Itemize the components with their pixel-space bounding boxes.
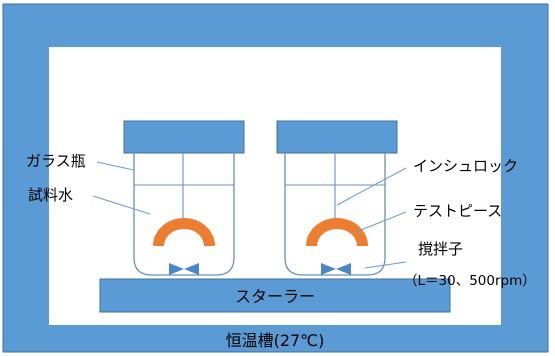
label-stir-bar: 撹拌子 (418, 240, 463, 258)
leader-test-piece (355, 211, 407, 233)
label-sample-water: 試料水 (28, 186, 73, 204)
leader-stir-bar (364, 261, 407, 269)
stirrer-label: スターラー (235, 287, 315, 306)
stirrer-plate (99, 278, 451, 313)
arch-test-piece-icon (306, 218, 368, 246)
leader-glass-bottle (96, 161, 135, 171)
label-stir-bar-spec: （L＝30、500rpm） (404, 273, 536, 289)
bowtie-stir-bar-icon (321, 263, 351, 275)
bowtie-stir-bar-icon (169, 263, 199, 275)
leader-sample-water (92, 195, 151, 215)
left-bottle (123, 120, 245, 276)
leader-cable-tie (336, 167, 407, 206)
label-cable-tie: インシュロック (413, 157, 518, 175)
glass-bottle-icon (133, 153, 235, 276)
label-test-piece: テストピース (413, 202, 502, 220)
right-bottle (276, 120, 398, 276)
arch-test-piece-icon (153, 218, 215, 246)
incubator-label: 恒温槽(27℃) (226, 331, 325, 350)
bottle-cap-icon (123, 120, 245, 154)
label-glass-bottle: ガラス瓶 (26, 152, 86, 170)
bottle-cap-icon (276, 120, 398, 154)
